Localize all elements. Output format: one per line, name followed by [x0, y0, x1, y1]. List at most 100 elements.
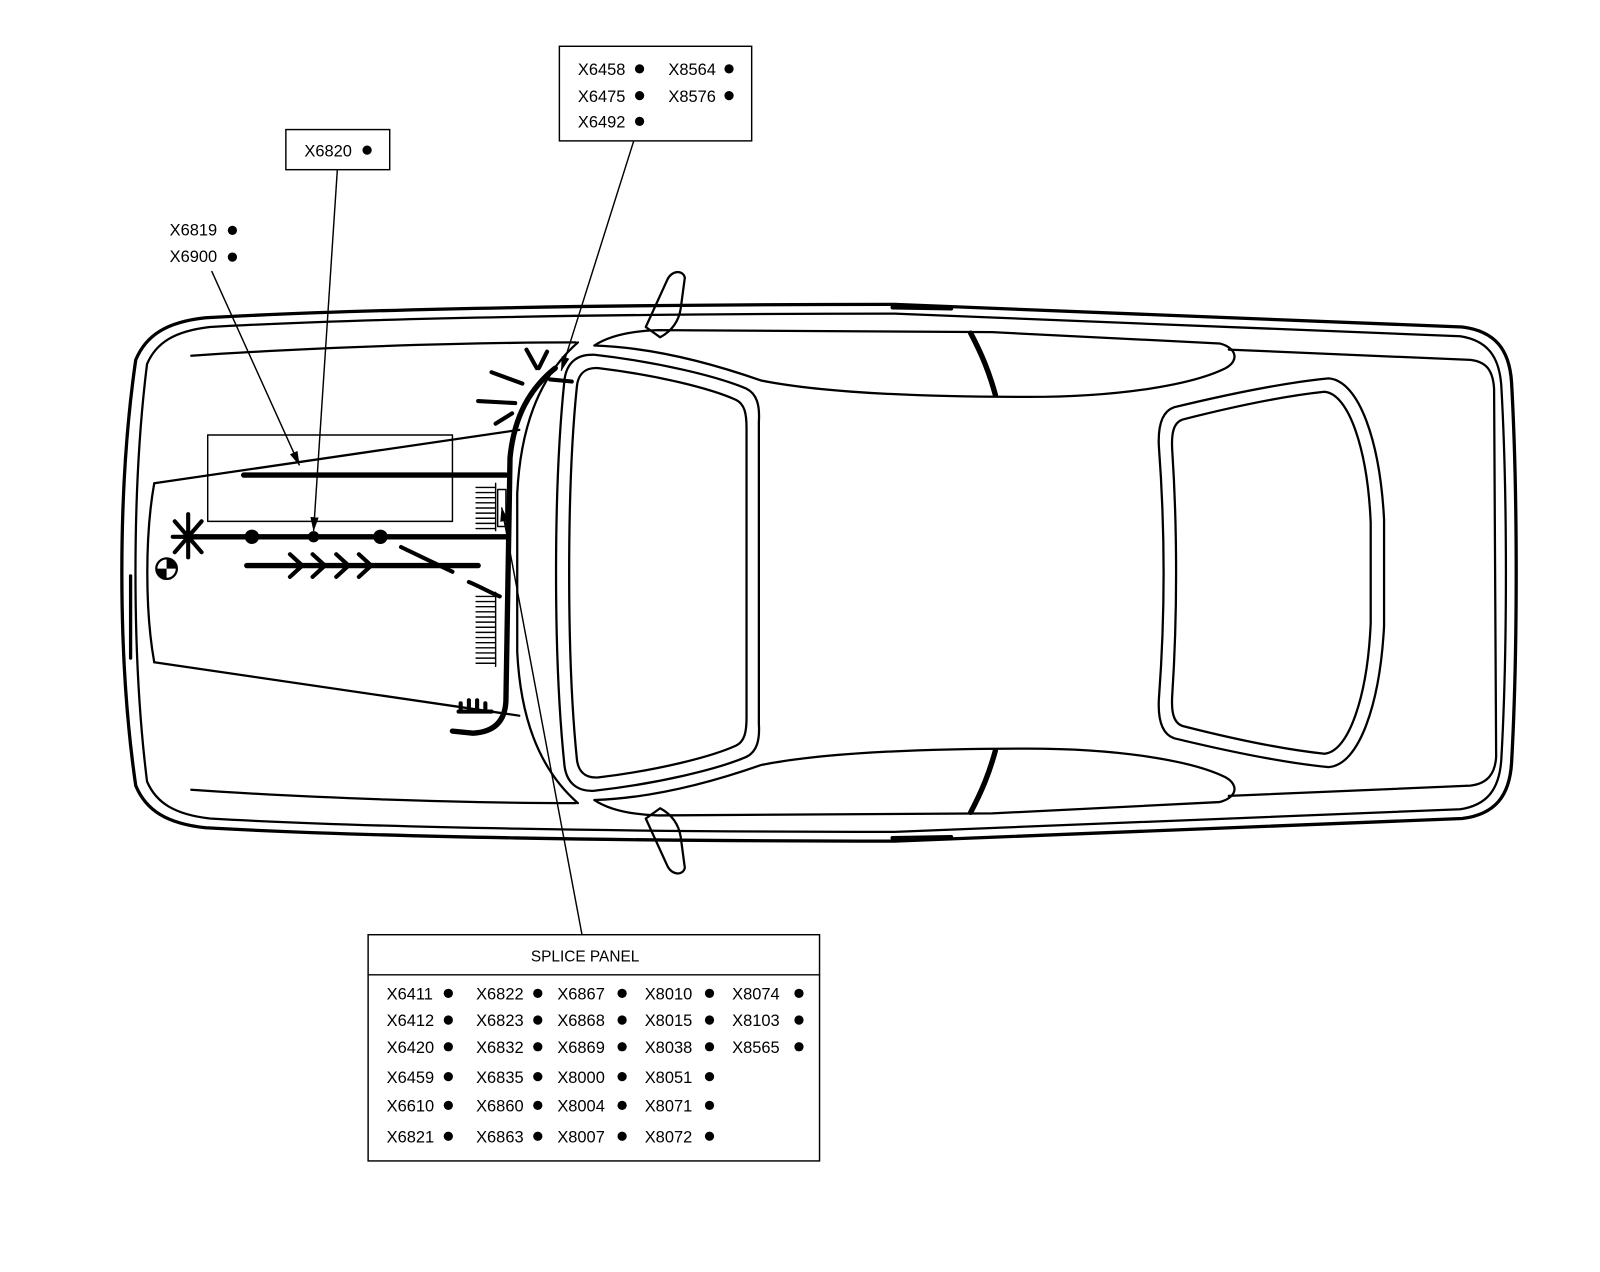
- connector-label: X6820: [304, 142, 352, 160]
- b-pillar: [968, 330, 999, 398]
- harness-connector-dot: [244, 529, 260, 544]
- harness-connector-dot: [307, 531, 320, 543]
- cowl-line: [516, 341, 580, 805]
- connector-dot: [724, 91, 734, 101]
- door-handle: [890, 305, 954, 311]
- splice-connector: X8038: [645, 1039, 715, 1057]
- connector-label: X6835: [476, 1069, 524, 1087]
- arrow-splice-panel: [500, 506, 583, 936]
- connector-dot: [617, 1100, 627, 1111]
- harness-top-branches: [476, 347, 574, 426]
- connector-dot: [634, 91, 645, 101]
- harness-connector-dot: [373, 529, 388, 544]
- splice-connector: X6867: [557, 985, 627, 1003]
- connector-dot: [443, 1100, 453, 1111]
- connector-label: X6822: [476, 985, 524, 1003]
- splice-panel-title: SPLICE PANEL: [531, 948, 640, 965]
- splice-connector: X6832: [476, 1039, 543, 1057]
- splice-panel-table: SPLICE PANEL X6411X6412X6420X6459X6610X6…: [367, 933, 821, 1162]
- connector-label: X6823: [476, 1012, 524, 1030]
- splice-connector: X6412: [387, 1012, 453, 1030]
- splice-connector: X6459: [387, 1069, 453, 1087]
- connector-dot: [704, 1042, 715, 1052]
- leader-arrows: [211, 141, 635, 936]
- connector-label: X6610: [387, 1098, 435, 1116]
- connector-label: X6459: [387, 1069, 435, 1087]
- splice-connector: X6821: [387, 1128, 453, 1146]
- engine-component-outline: [206, 434, 454, 523]
- hood-crease-line: [153, 428, 521, 485]
- connector-dot: [533, 1131, 543, 1141]
- brand-logo-icon: [155, 557, 178, 581]
- connector-dot: [617, 1015, 627, 1025]
- callout-box: [558, 45, 753, 142]
- harness-chevron-branches: [287, 552, 374, 579]
- splice-connector: X6420: [387, 1039, 453, 1057]
- callout-box: [285, 128, 391, 171]
- arrow-left-callout: [211, 270, 300, 466]
- splice-connector: X8103: [732, 1012, 804, 1030]
- harness-main-trunk: [449, 365, 558, 736]
- rear-window-inner: [1170, 390, 1372, 755]
- connector-dot: [634, 116, 645, 126]
- splice-connector: X8071: [645, 1098, 715, 1116]
- windshield-inner: [568, 366, 748, 779]
- connector-label: X8103: [732, 1012, 780, 1030]
- connector-label: X6412: [387, 1012, 435, 1030]
- connector-label: X8564: [668, 61, 716, 79]
- harness-connector-comb-upper: [475, 482, 497, 532]
- connector-dot: [794, 1042, 804, 1052]
- connector-label: X8074: [732, 985, 780, 1003]
- connector-label: X6860: [476, 1098, 524, 1116]
- splice-connector: X8051: [645, 1069, 715, 1087]
- splice-connector: X6610: [387, 1098, 453, 1116]
- connector-label: X8000: [557, 1069, 605, 1087]
- splice-panel-grid: X6411X6412X6420X6459X6610X6821X6822X6823…: [387, 985, 804, 1146]
- connector-dot: [634, 64, 645, 74]
- connector-label: X6821: [387, 1128, 435, 1146]
- connector-dot: [724, 64, 734, 74]
- connector-label: X6475: [578, 88, 626, 106]
- connector-label: X8051: [645, 1069, 693, 1087]
- callout-left-connectors: X6819 X6900: [170, 221, 238, 266]
- side-glass-outline: [593, 328, 1236, 399]
- callout-x6820: X6820: [285, 128, 391, 171]
- connector-dot: [443, 1015, 453, 1025]
- rear-deck-outline: [1227, 348, 1498, 798]
- callout-top-connectors: X6458 X8564 X6475 X8576 X6492: [558, 45, 753, 142]
- connector-label: X6867: [557, 985, 605, 1003]
- rear-window-outer: [1157, 377, 1386, 769]
- connector-dot: [227, 225, 238, 235]
- harness-connector-comb-lower: [475, 591, 497, 668]
- splice-connector: X8072: [645, 1128, 715, 1146]
- connector-label: X6900: [170, 248, 218, 266]
- connector-dot: [704, 1071, 715, 1082]
- connector-label: X8071: [645, 1098, 693, 1116]
- connector-label: X8007: [557, 1128, 605, 1146]
- splice-connector: X8004: [557, 1098, 627, 1116]
- connector-dot: [704, 1131, 715, 1141]
- connector-label: X6420: [387, 1039, 435, 1057]
- arrow-x6820-callout: [310, 169, 338, 532]
- connector-label: X8015: [645, 1012, 693, 1030]
- connector-dot: [794, 988, 804, 998]
- wiring-harness: [170, 347, 574, 736]
- harness-diagonal-branch: [398, 544, 455, 574]
- connector-dot: [443, 1042, 453, 1052]
- connector-dot: [533, 1071, 543, 1082]
- connector-dot: [533, 1100, 543, 1111]
- splice-connector: X6822: [476, 985, 543, 1003]
- body-inner-outline: [134, 312, 1508, 834]
- connector-dot: [794, 1015, 804, 1025]
- connector-label: X6832: [476, 1039, 524, 1057]
- connector-dot: [443, 988, 453, 998]
- splice-panel-box: [367, 933, 821, 1162]
- connector-dot: [704, 988, 715, 998]
- connector-dot: [617, 1071, 627, 1082]
- splice-connector: X8007: [557, 1128, 627, 1146]
- splice-connector: X8074: [732, 985, 804, 1003]
- connector-label: X8576: [668, 88, 716, 106]
- connector-dot: [617, 1042, 627, 1052]
- connector-label: X8565: [732, 1039, 780, 1057]
